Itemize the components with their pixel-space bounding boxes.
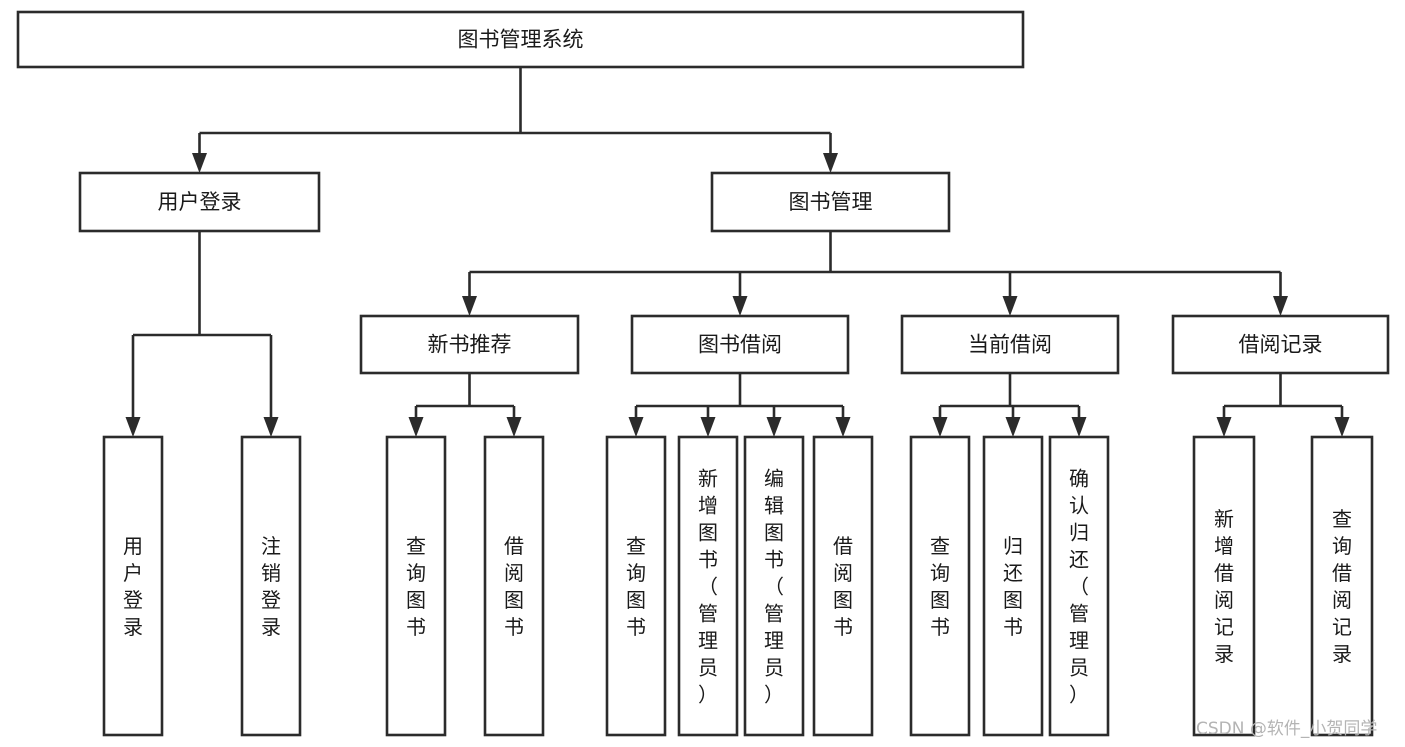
node-label: 查询图书 bbox=[930, 534, 950, 639]
arrow-head-icon bbox=[1334, 417, 1350, 437]
node-l3-cu-query[interactable]: 查询图书 bbox=[909, 435, 971, 737]
csdn-watermark: CSDN @软件_小贺同学 bbox=[1196, 719, 1377, 739]
node-box[interactable] bbox=[982, 435, 1044, 737]
node-box[interactable] bbox=[1310, 435, 1374, 737]
arrow-head-icon bbox=[1216, 417, 1232, 437]
arrow-head-icon bbox=[732, 296, 748, 316]
node-box[interactable] bbox=[78, 171, 321, 233]
connector-group-l1_book bbox=[462, 231, 1288, 316]
node-label: 确认归还（管理员） bbox=[1069, 467, 1089, 707]
node-box[interactable] bbox=[102, 435, 164, 737]
node-label: 注销登录 bbox=[261, 534, 281, 639]
node-label: 新增图书（管理员） bbox=[698, 467, 718, 707]
node-l1-book[interactable]: 图书管理 bbox=[710, 171, 951, 233]
node-l1-user[interactable]: 用户登录 bbox=[78, 171, 321, 233]
arrow-head-icon bbox=[835, 417, 851, 437]
node-l3-cu-return[interactable]: 归还图书 bbox=[982, 435, 1044, 737]
arrow-head-icon bbox=[1005, 417, 1021, 437]
node-label: 用户登录 bbox=[158, 190, 242, 214]
node-l3-bo-add[interactable]: 新增图书（管理员） bbox=[677, 435, 739, 737]
connector-group-l2_current bbox=[932, 373, 1087, 437]
node-box[interactable] bbox=[1192, 435, 1256, 737]
node-l3-rc-add[interactable]: 新增借阅记录 bbox=[1192, 435, 1256, 737]
node-l2-current[interactable]: 当前借阅 bbox=[900, 314, 1120, 375]
node-label: 查询图书 bbox=[406, 534, 426, 639]
arrow-head-icon bbox=[700, 417, 716, 437]
nodes-layer: 图书管理系统用户登录图书管理新书推荐图书借阅当前借阅借阅记录用户登录注销登录查询… bbox=[16, 10, 1390, 737]
arrow-head-icon bbox=[1002, 296, 1018, 316]
node-box[interactable] bbox=[1171, 314, 1390, 375]
node-l3-nb-query[interactable]: 查询图书 bbox=[385, 435, 447, 737]
node-l3-nb-borrow[interactable]: 借阅图书 bbox=[483, 435, 545, 737]
node-l3-cu-confirm[interactable]: 确认归还（管理员） bbox=[1048, 435, 1110, 737]
arrow-head-icon bbox=[192, 153, 207, 173]
node-label: 借阅图书 bbox=[833, 534, 853, 639]
node-l3-rc-query[interactable]: 查询借阅记录 bbox=[1310, 435, 1374, 737]
arrow-head-icon bbox=[125, 417, 141, 437]
arrow-head-icon bbox=[823, 153, 838, 173]
node-label: 图书管理系统 bbox=[458, 28, 584, 52]
arrow-head-icon bbox=[1273, 296, 1288, 316]
node-box[interactable] bbox=[909, 435, 971, 737]
node-l3-bo-query[interactable]: 查询图书 bbox=[605, 435, 667, 737]
arrow-head-icon bbox=[506, 417, 522, 437]
node-box[interactable] bbox=[385, 435, 447, 737]
node-l2-record[interactable]: 借阅记录 bbox=[1171, 314, 1390, 375]
node-label: 图书管理 bbox=[789, 190, 873, 214]
arrow-head-icon bbox=[932, 417, 948, 437]
node-l3-user-login[interactable]: 用户登录 bbox=[102, 435, 164, 737]
node-label: 图书借阅 bbox=[698, 333, 782, 357]
node-l3-user-logout[interactable]: 注销登录 bbox=[240, 435, 302, 737]
connector-group-l2_borrow bbox=[628, 373, 851, 437]
node-l2-newbook[interactable]: 新书推荐 bbox=[359, 314, 580, 375]
node-box[interactable] bbox=[359, 314, 580, 375]
node-label: 归还图书 bbox=[1003, 534, 1023, 639]
node-box[interactable] bbox=[710, 171, 951, 233]
arrow-head-icon bbox=[408, 417, 424, 437]
connector-group-l1_user bbox=[125, 231, 279, 437]
node-box[interactable] bbox=[16, 10, 1025, 69]
node-label: 当前借阅 bbox=[968, 333, 1052, 357]
node-box[interactable] bbox=[483, 435, 545, 737]
node-label: 新增借阅记录 bbox=[1214, 507, 1234, 666]
node-box[interactable] bbox=[605, 435, 667, 737]
connector-group-l2_newbook bbox=[408, 373, 522, 437]
node-label: 查询借阅记录 bbox=[1332, 507, 1352, 666]
node-box[interactable] bbox=[240, 435, 302, 737]
node-box[interactable] bbox=[630, 314, 850, 375]
arrow-head-icon bbox=[1071, 417, 1087, 437]
arrow-head-icon bbox=[766, 417, 782, 437]
arrow-head-icon bbox=[263, 417, 279, 437]
node-label: 用户登录 bbox=[123, 534, 143, 639]
arrow-head-icon bbox=[462, 296, 477, 316]
arrow-head-icon bbox=[628, 417, 644, 437]
node-l2-borrow[interactable]: 图书借阅 bbox=[630, 314, 850, 375]
node-l3-bo-borrow[interactable]: 借阅图书 bbox=[812, 435, 874, 737]
node-label: 查询图书 bbox=[626, 534, 646, 639]
node-box[interactable] bbox=[900, 314, 1120, 375]
node-box[interactable] bbox=[812, 435, 874, 737]
connectors-layer bbox=[125, 67, 1350, 437]
connector-group-l2_record bbox=[1216, 373, 1350, 437]
node-label: 编辑图书（管理员） bbox=[764, 467, 784, 707]
node-root[interactable]: 图书管理系统 bbox=[16, 10, 1025, 69]
node-l3-bo-edit[interactable]: 编辑图书（管理员） bbox=[743, 435, 805, 737]
node-label: 借阅记录 bbox=[1239, 333, 1323, 357]
node-box[interactable] bbox=[743, 435, 805, 737]
node-label: 借阅图书 bbox=[504, 534, 524, 639]
node-box[interactable] bbox=[677, 435, 739, 737]
node-box[interactable] bbox=[1048, 435, 1110, 737]
node-label: 新书推荐 bbox=[428, 333, 512, 357]
connector-group-root bbox=[192, 67, 838, 173]
